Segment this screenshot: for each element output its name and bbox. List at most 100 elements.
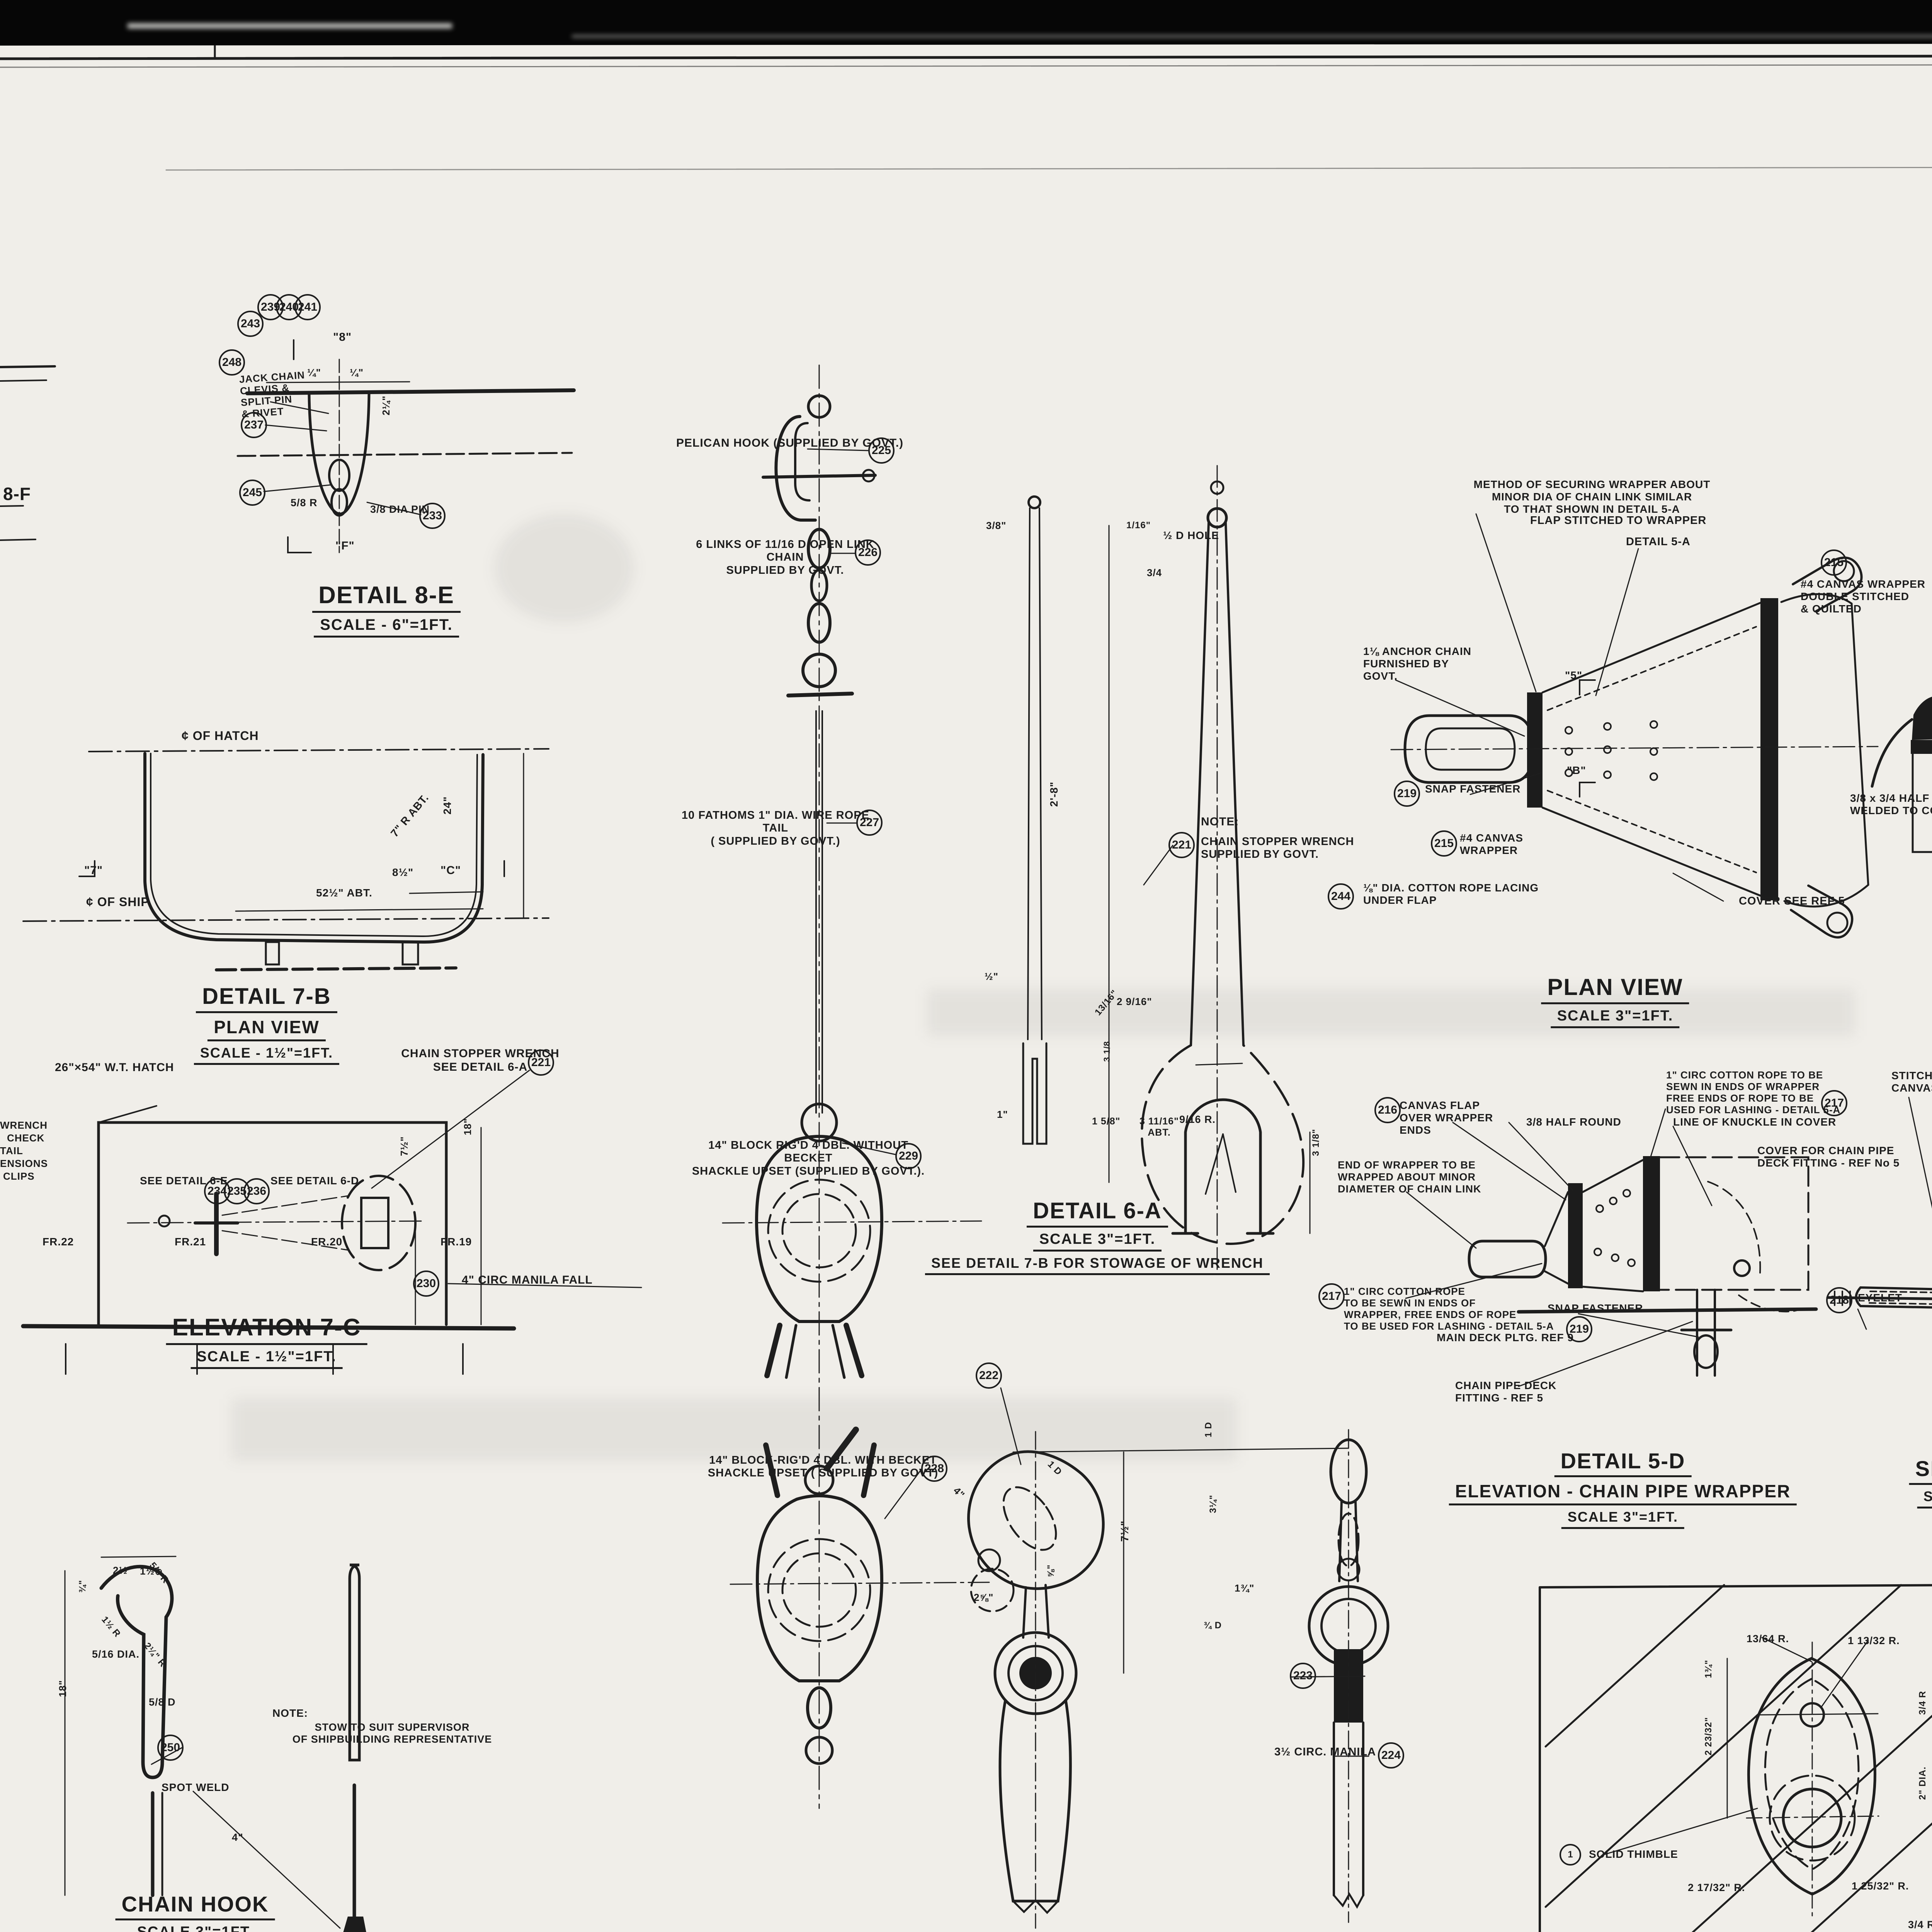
ref-circle-224: 224 bbox=[1378, 1742, 1404, 1769]
ref-circle-226: 226 bbox=[855, 539, 881, 566]
annotation-label: ¼" bbox=[307, 367, 321, 378]
annotation-label: 3 1/8 bbox=[1102, 1041, 1112, 1062]
annotation-label: 3/8 HALF ROUND bbox=[1526, 1116, 1621, 1128]
annotation-label: 4" bbox=[232, 1832, 243, 1843]
ref-circle-215: 215 bbox=[1431, 830, 1457, 857]
annotation-label: STITCH FLAP TO CANVAS WRAPPER bbox=[1891, 1070, 1932, 1094]
annotation-label: COVER SEE REF 5 bbox=[1739, 895, 1845, 907]
ref-circle-243: 243 bbox=[237, 311, 264, 337]
ref-circle-236: 236 bbox=[243, 1178, 270, 1204]
annotation-label: ¾" bbox=[77, 1580, 88, 1593]
annotation-label: 3/4 bbox=[1147, 567, 1162, 578]
annotation-label: FR.20 bbox=[311, 1236, 343, 1248]
annotation-label: PELICAN HOOK (SUPPLIED BY GOVT.) bbox=[676, 437, 904, 449]
annotation-label: "5" bbox=[1565, 669, 1583, 681]
ref-circle-221: 221 bbox=[528, 1049, 554, 1076]
annotation-label: FR.22 bbox=[43, 1236, 74, 1248]
ref-circle-218: 218 bbox=[1826, 1287, 1852, 1313]
ref-circle-245: 245 bbox=[239, 480, 265, 506]
annotation-label: METHOD OF SECURING WRAPPER ABOUT MINOR D… bbox=[1473, 478, 1711, 515]
ref-circle-1: 1 bbox=[1560, 1844, 1581, 1866]
annotation-label: #4 CANVAS WRAPPER bbox=[1460, 832, 1524, 857]
annotation-label: LINE OF KNUCKLE IN COVER bbox=[1673, 1116, 1837, 1128]
annotation-label: CHAIN PIPE DECK FITTING - REF 5 bbox=[1455, 1379, 1557, 1404]
annotation-label: 14" BLOCK-RIG'D 4 DBL. WITH BECKET SHACK… bbox=[707, 1454, 939, 1480]
annotation-label: FLAP STITCHED TO WRAPPER bbox=[1530, 514, 1707, 527]
ref-circle-237: 237 bbox=[241, 412, 267, 438]
annotation-label: CLIPS bbox=[3, 1170, 35, 1182]
annotation-label: 2 23/32" bbox=[1703, 1717, 1714, 1755]
annotation-label: STOW TO SUIT SUPERVISOR OF SHIPBUILDING … bbox=[292, 1721, 492, 1745]
film-scratch bbox=[128, 23, 452, 29]
ref-circle-225: 225 bbox=[868, 437, 895, 464]
annotation-label: 1 25/32" R. bbox=[1852, 1880, 1909, 1892]
annotation-label: 3 11/16" ABT. bbox=[1139, 1116, 1179, 1138]
ref-circle-248: 248 bbox=[219, 349, 245, 376]
ref-circle-219: 219 bbox=[1566, 1316, 1592, 1342]
left-edge-partial-drawing bbox=[0, 365, 56, 541]
annotation-label: END OF WRAPPER TO BE WRAPPED ABOUT MINOR… bbox=[1338, 1159, 1481, 1195]
annotation-label: 3/4 R. bbox=[1908, 1919, 1932, 1930]
annotation-label: 2" DIA. bbox=[1917, 1766, 1928, 1800]
annotation-label: 5/8 R bbox=[291, 497, 318, 509]
annotation-label: SOLID THIMBLE bbox=[1589, 1848, 1678, 1860]
annotation-label: WRENCH bbox=[0, 1119, 48, 1131]
ref-circle-233: 233 bbox=[419, 503, 446, 529]
annotation-label: 14" BLOCK RIG'D 4 DBL. WITHOUT BECKET SH… bbox=[692, 1139, 925, 1177]
annotation-label: 52½" ABT. bbox=[316, 887, 372, 899]
wrench-detail-6a-drawing bbox=[1022, 465, 1311, 1272]
detail-7b-drawing bbox=[22, 748, 549, 971]
ref-circle-222: 222 bbox=[976, 1362, 1002, 1389]
annotation-label: EYELET bbox=[1858, 1292, 1902, 1304]
detail-5d-drawing bbox=[1405, 1108, 1818, 1387]
annotation-label: ⅝" bbox=[1046, 1564, 1056, 1577]
annotation-label: "7" bbox=[84, 864, 103, 877]
annotation-label: "F" bbox=[335, 539, 355, 552]
ref-circle-217: 217 bbox=[1318, 1283, 1345, 1310]
annotation-label: 1" bbox=[997, 1109, 1008, 1120]
annotation-label: 7½" bbox=[1119, 1520, 1131, 1542]
annotation-label: "C" bbox=[440, 864, 461, 877]
ref-circle-230: 230 bbox=[413, 1270, 439, 1297]
annotation-label: 1/16" bbox=[1126, 520, 1151, 531]
annotation-label: CANVAS FLAP OVER WRAPPER ENDS bbox=[1400, 1099, 1493, 1136]
detail-5a-drawing bbox=[1871, 696, 1932, 875]
annotation-label: ⅛" DIA. COTTON ROPE LACING UNDER FLAP bbox=[1363, 882, 1539, 906]
annotation-label: 9/16 R. bbox=[1179, 1114, 1216, 1125]
annotation-label: 8-F bbox=[3, 484, 31, 504]
title-section-5b: SECTION 5-BSCALE - 12"=1FT. bbox=[1909, 1456, 1932, 1512]
annotation-label: MAIN DECK PLTG. REF 9 bbox=[1437, 1332, 1574, 1344]
annotation-label: 3/8 x 3/4 HALF ROUND WELDED TO COVER bbox=[1850, 792, 1932, 817]
annotation-label: 2 9/16" bbox=[1117, 996, 1152, 1007]
annotation-label: 4" CIRC MANILA FALL bbox=[462, 1274, 593, 1286]
annotation-label: 2'-8" bbox=[1048, 781, 1060, 807]
film-scratch bbox=[572, 35, 1932, 38]
annotation-label: 8½" bbox=[392, 866, 414, 878]
annotation-label: 5/16 DIA. bbox=[92, 1648, 140, 1660]
ref-circle-221: 221 bbox=[1168, 832, 1195, 858]
annotation-label: 3¼" bbox=[1208, 1495, 1218, 1513]
annotation-label: 1 5/8" bbox=[1092, 1116, 1121, 1127]
annotation-label: 1 13/32 R. bbox=[1848, 1635, 1900, 1646]
annotation-label: ¢ OF SHIP bbox=[86, 895, 150, 909]
annotation-label: NOTE: bbox=[272, 1707, 308, 1719]
annotation-label: SPOT WELD bbox=[162, 1781, 230, 1793]
detail-8e-drawing bbox=[236, 339, 576, 553]
annotation-label: SNAP FASTENER bbox=[1548, 1302, 1643, 1314]
annotation-label: 1⅛ ANCHOR CHAIN FURNISHED BY GOVT. bbox=[1363, 645, 1471, 682]
ref-circle-223: 223 bbox=[1290, 1663, 1316, 1689]
annotation-label: 18" bbox=[462, 1118, 473, 1135]
annotation-label: 3/8" bbox=[986, 520, 1007, 531]
detail-5c-drawing bbox=[1539, 1583, 1932, 1932]
annotation-label: ½ D HOLE bbox=[1163, 529, 1219, 541]
annotation-label: 13/64 R. bbox=[1747, 1633, 1789, 1645]
annotation-label: COVER FOR CHAIN PIPE DECK FITTING - REF … bbox=[1757, 1145, 1900, 1169]
annotation-label: 2⅝" bbox=[974, 1592, 994, 1603]
ref-circle-244: 244 bbox=[1328, 883, 1354, 910]
